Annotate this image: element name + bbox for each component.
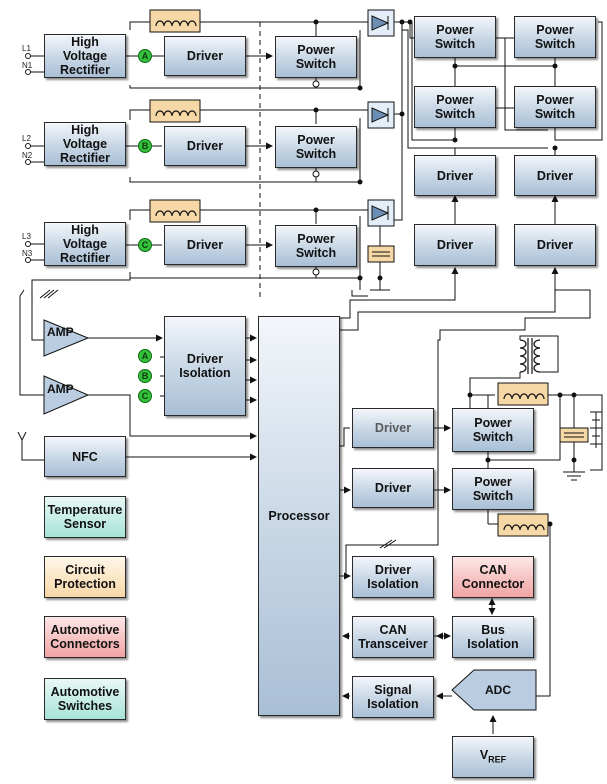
vref: VREF: [452, 736, 534, 778]
driver-6: Driver: [414, 224, 496, 266]
phase-b-marker: B: [138, 139, 152, 153]
driver-3: Driver: [164, 225, 246, 265]
terminal-n1: N1: [22, 61, 33, 70]
terminal-n2: N2: [22, 151, 33, 160]
driver-5: Driver: [514, 155, 596, 196]
amplifiers: [43, 319, 537, 711]
transformer: [519, 338, 541, 374]
driver-7: Driver: [514, 224, 596, 266]
driver-9: Driver: [352, 468, 434, 508]
capacitors: [367, 245, 589, 443]
diodes: [367, 9, 395, 227]
phase-c-input: C: [138, 389, 152, 403]
driver-1: Driver: [164, 36, 246, 76]
driver-2: Driver: [164, 126, 246, 166]
terminal-l1: L1: [22, 44, 31, 53]
driver-4: Driver: [414, 155, 496, 196]
phase-c-marker: C: [138, 238, 152, 252]
terminal-l3: L3: [22, 232, 31, 241]
phase-a-input: A: [138, 349, 152, 363]
driver-8: Driver: [352, 408, 434, 448]
nfc: NFC: [44, 436, 126, 477]
amp-1-label: AMP: [47, 325, 74, 339]
processor: Processor: [258, 316, 340, 716]
amp-2-label: AMP: [47, 382, 74, 396]
phase-a-marker: A: [138, 49, 152, 63]
adc-label: ADC: [485, 683, 511, 697]
terminal-n3: N3: [22, 249, 33, 258]
phase-b-input: B: [138, 369, 152, 383]
terminal-l2: L2: [22, 134, 31, 143]
